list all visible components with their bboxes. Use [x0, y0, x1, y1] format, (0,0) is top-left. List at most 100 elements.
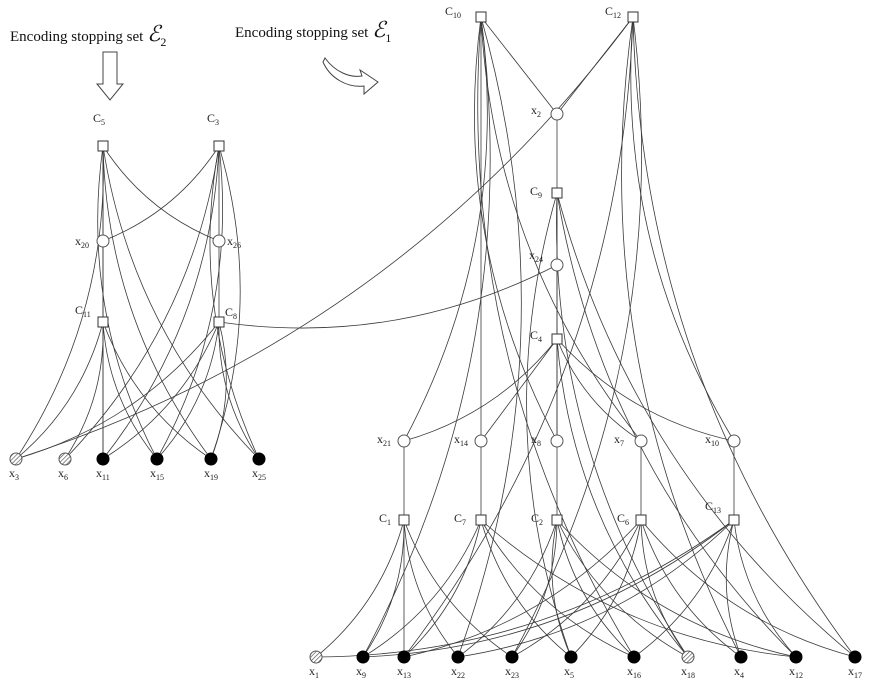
node-label-subscript: 10: [453, 11, 461, 20]
variable-node-filled-icon: [96, 452, 110, 466]
node-label-subscript: 5: [570, 671, 574, 680]
node-label-subscript: 1: [315, 671, 319, 680]
edge-C5-x15: [97, 145, 158, 460]
node-C5: C5: [93, 111, 109, 152]
node-label: x9: [356, 664, 366, 680]
node-label: C9: [530, 184, 542, 200]
node-x1: x1: [309, 650, 323, 680]
check-node-square-icon: [97, 140, 109, 152]
node-label: x1: [309, 664, 319, 680]
node-label-subscript: 26: [233, 241, 241, 250]
edge-C7-x9: [362, 519, 482, 658]
node-x25: x25: [252, 452, 266, 482]
variable-node-open-icon: [96, 234, 110, 248]
variable-node-filled-icon: [252, 452, 266, 466]
caption-e1-text: Encoding stopping set: [235, 25, 373, 41]
node-label-subscript: 9: [538, 191, 542, 200]
variable-node-open-icon: [212, 234, 226, 248]
node-label-subscript: 11: [102, 473, 110, 482]
node-label: C10: [445, 4, 461, 20]
node-label: C8: [225, 305, 237, 321]
edge-C11-x3: [15, 321, 104, 460]
edge-C4-x10: [556, 338, 735, 442]
caption-e2-subscript: 2: [160, 35, 167, 49]
node-label-subscript: 3: [215, 118, 219, 127]
edge-C11-x19: [102, 321, 212, 460]
node-label-subscript: 12: [613, 11, 621, 20]
check-node-square-icon: [475, 11, 487, 23]
node-x22: x22: [451, 650, 465, 680]
variable-node-open-icon: [550, 107, 564, 121]
edge-C8-x11: [102, 321, 220, 460]
edge-C3-x19: [210, 145, 241, 460]
node-label: x4: [734, 664, 744, 680]
node-label-subscript: 20: [81, 241, 89, 250]
node-label: x19: [204, 466, 218, 482]
edge-C4-x14: [480, 338, 558, 442]
edge-C12-x4: [621, 16, 742, 658]
variable-node-hatched-icon: [309, 650, 323, 664]
edge-C2-x18: [556, 519, 689, 658]
variable-node-hatched-icon: [9, 452, 23, 466]
node-label: x14: [454, 432, 468, 448]
edge-C10-x22: [457, 16, 522, 658]
node-label-subscript: 7: [620, 439, 624, 448]
node-label-subscript: 22: [457, 671, 465, 680]
node-x14: x14: [454, 432, 488, 448]
caption-stopping-set-e2: Encoding stopping set ℰ2: [10, 22, 167, 49]
variable-node-filled-icon: [204, 452, 218, 466]
edge-C2-x23: [511, 519, 558, 658]
edge-C1-x1: [315, 519, 405, 658]
edge-C3-x25: [209, 145, 260, 460]
node-x20: x20: [75, 234, 110, 250]
check-node-square-icon: [398, 514, 410, 526]
node-x10: x10: [705, 432, 741, 448]
node-label-subscript: 8: [233, 312, 237, 321]
node-label-subscript: 2: [539, 518, 543, 527]
node-label: x7: [614, 432, 624, 448]
caption-e1-subscript: 1: [385, 31, 392, 45]
variable-node-hatched-icon: [58, 452, 72, 466]
edge-C10-x2: [480, 16, 558, 115]
node-x13: x13: [397, 650, 411, 680]
edge-C4-x21: [403, 338, 558, 442]
check-node-square-icon: [551, 333, 563, 345]
node-label-subscript: 19: [210, 473, 218, 482]
edge-C11-x15: [102, 321, 158, 460]
curved-arrow-icon: [322, 57, 379, 96]
node-label: x17: [848, 664, 862, 680]
node-label: x21: [377, 432, 391, 448]
node-C3: C3: [207, 111, 225, 152]
edge-C10-x16: [477, 16, 635, 658]
edge-C9-x5: [526, 192, 572, 658]
node-label: x16: [627, 664, 641, 680]
node-C10: C10: [445, 4, 487, 23]
down-arrow-icon: [95, 51, 125, 101]
node-x6: x6: [58, 452, 72, 482]
edge-C3-x11: [102, 145, 220, 460]
edge-C5-x25: [102, 145, 260, 460]
node-label-subscript: 8: [537, 439, 541, 448]
edge-C12-x17: [632, 16, 856, 658]
node-label: C3: [207, 111, 219, 127]
check-node-square-icon: [551, 187, 563, 199]
node-label: C11: [75, 303, 91, 319]
variable-node-filled-icon: [451, 650, 465, 664]
edge-C12-x23: [511, 16, 642, 658]
check-node-square-icon: [627, 11, 639, 23]
edge-C3-x20: [102, 145, 220, 242]
edge-C2-x22: [457, 519, 558, 658]
node-label: C7: [454, 511, 466, 527]
node-label: x25: [252, 466, 266, 482]
variable-node-filled-icon: [734, 650, 748, 664]
edge-C4-x7: [556, 338, 642, 442]
node-C1: C1: [379, 511, 410, 527]
variable-node-open-icon: [397, 434, 411, 448]
node-label: x20: [75, 234, 89, 250]
caption-e1-symbol: ℰ: [372, 18, 386, 43]
node-C6: C6: [617, 511, 647, 527]
edge-C5-x26: [102, 145, 220, 242]
node-label: C4: [530, 328, 542, 344]
edge-C6-x18: [640, 519, 689, 658]
